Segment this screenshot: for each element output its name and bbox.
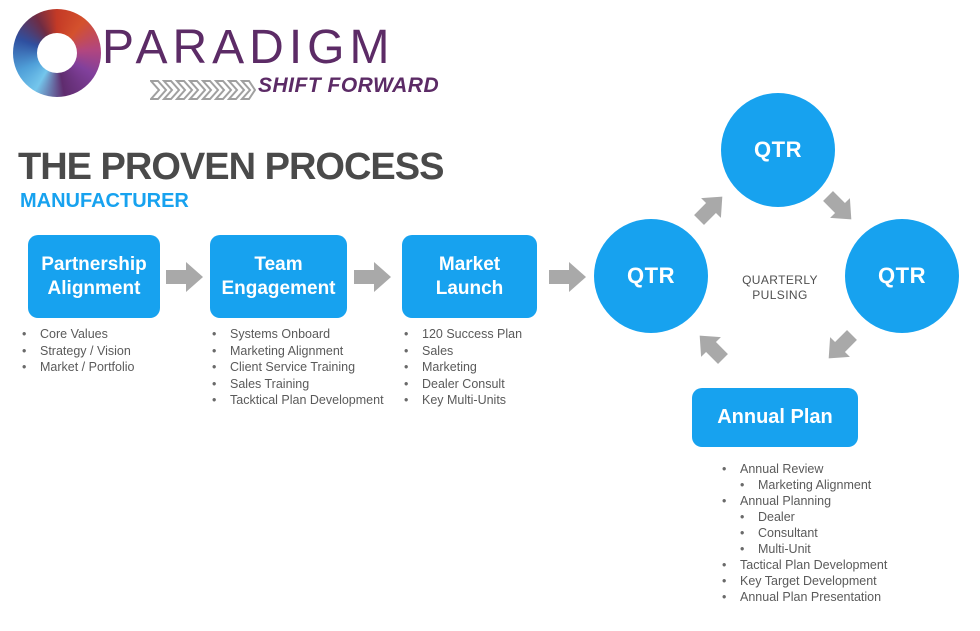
cycle-arrow-down-left-icon bbox=[817, 324, 864, 371]
step-label-line: Alignment bbox=[47, 277, 141, 299]
page-subtitle: MANUFACTURER bbox=[20, 190, 189, 212]
step-label-line: Launch bbox=[435, 277, 504, 299]
brand-tagline: SHIFT FORWARD bbox=[258, 74, 440, 97]
step-box-market-launch: Market Launch bbox=[402, 235, 537, 318]
quarterly-pulsing-label: QUARTERLY PULSING bbox=[725, 273, 835, 303]
annual-plan-bullets: Annual Review Marketing Alignment Annual… bbox=[716, 461, 966, 605]
step-label-line: Engagement bbox=[221, 277, 336, 299]
page-title: THE PROVEN PROCESS bbox=[18, 146, 444, 188]
flow-arrow-right-icon bbox=[354, 260, 392, 299]
list-item: Strategy / Vision bbox=[16, 343, 196, 360]
chevrons-icon bbox=[148, 80, 257, 105]
list-item: Annual Review bbox=[716, 461, 966, 477]
qtr-circle-right: QTR bbox=[845, 219, 959, 333]
list-item: Annual Planning bbox=[716, 493, 966, 509]
list-sub-item: Multi-Unit bbox=[716, 541, 966, 557]
qtr-label: QTR bbox=[627, 263, 675, 288]
qtr-label: QTR bbox=[754, 137, 802, 162]
list-item: Key Target Development bbox=[716, 573, 966, 589]
list-item: Annual Plan Presentation bbox=[716, 589, 966, 605]
team-engagement-bullets: Systems Onboard Marketing Alignment Clie… bbox=[206, 326, 401, 409]
list-item: Core Values bbox=[16, 326, 196, 343]
list-item: Client Service Training bbox=[206, 359, 401, 376]
list-item: Tactical Plan Development bbox=[716, 557, 966, 573]
cycle-arrow-up-right-icon bbox=[688, 185, 735, 232]
list-item: Key Multi-Units bbox=[398, 392, 563, 409]
step-label-line: Partnership bbox=[41, 253, 147, 275]
cycle-arrow-down-right-icon bbox=[817, 185, 864, 232]
list-item: Systems Onboard bbox=[206, 326, 401, 343]
list-item: Sales bbox=[398, 343, 563, 360]
annual-plan-box: Annual Plan bbox=[692, 388, 858, 447]
qtr-label: QTR bbox=[878, 263, 926, 288]
quarterly-pulsing-line2: PULSING bbox=[752, 288, 808, 302]
annual-plan-label: Annual Plan bbox=[717, 406, 833, 428]
step-label-line: Market bbox=[438, 253, 501, 275]
list-item: Market / Portfolio bbox=[16, 359, 196, 376]
step-box-team-engagement: Team Engagement bbox=[210, 235, 347, 318]
list-sub-item: Dealer bbox=[716, 509, 966, 525]
list-item: Marketing Alignment bbox=[206, 343, 401, 360]
step-label-line: Team bbox=[254, 253, 303, 275]
list-item: Marketing bbox=[398, 359, 563, 376]
market-launch-bullets: 120 Success Plan Sales Marketing Dealer … bbox=[398, 326, 563, 409]
brand-name: PARADIGM bbox=[102, 21, 395, 74]
quarterly-pulsing-line1: QUARTERLY bbox=[742, 273, 818, 287]
qtr-circle-top: QTR bbox=[721, 93, 835, 207]
qtr-circle-left: QTR bbox=[594, 219, 708, 333]
flow-arrow-right-icon bbox=[549, 260, 587, 299]
list-sub-item: Consultant bbox=[716, 525, 966, 541]
list-sub-item: Marketing Alignment bbox=[716, 477, 966, 493]
step-box-partnership-alignment: Partnership Alignment bbox=[28, 235, 160, 318]
flow-arrow-right-icon bbox=[166, 260, 204, 299]
list-item: Tacktical Plan Development bbox=[206, 392, 401, 409]
partnership-alignment-bullets: Core Values Strategy / Vision Market / P… bbox=[16, 326, 196, 376]
paradigm-swirl-logo-icon bbox=[13, 9, 101, 97]
list-item: Dealer Consult bbox=[398, 376, 563, 393]
list-item: 120 Success Plan bbox=[398, 326, 563, 343]
list-item: Sales Training bbox=[206, 376, 401, 393]
cycle-arrow-up-left-icon bbox=[688, 324, 735, 371]
